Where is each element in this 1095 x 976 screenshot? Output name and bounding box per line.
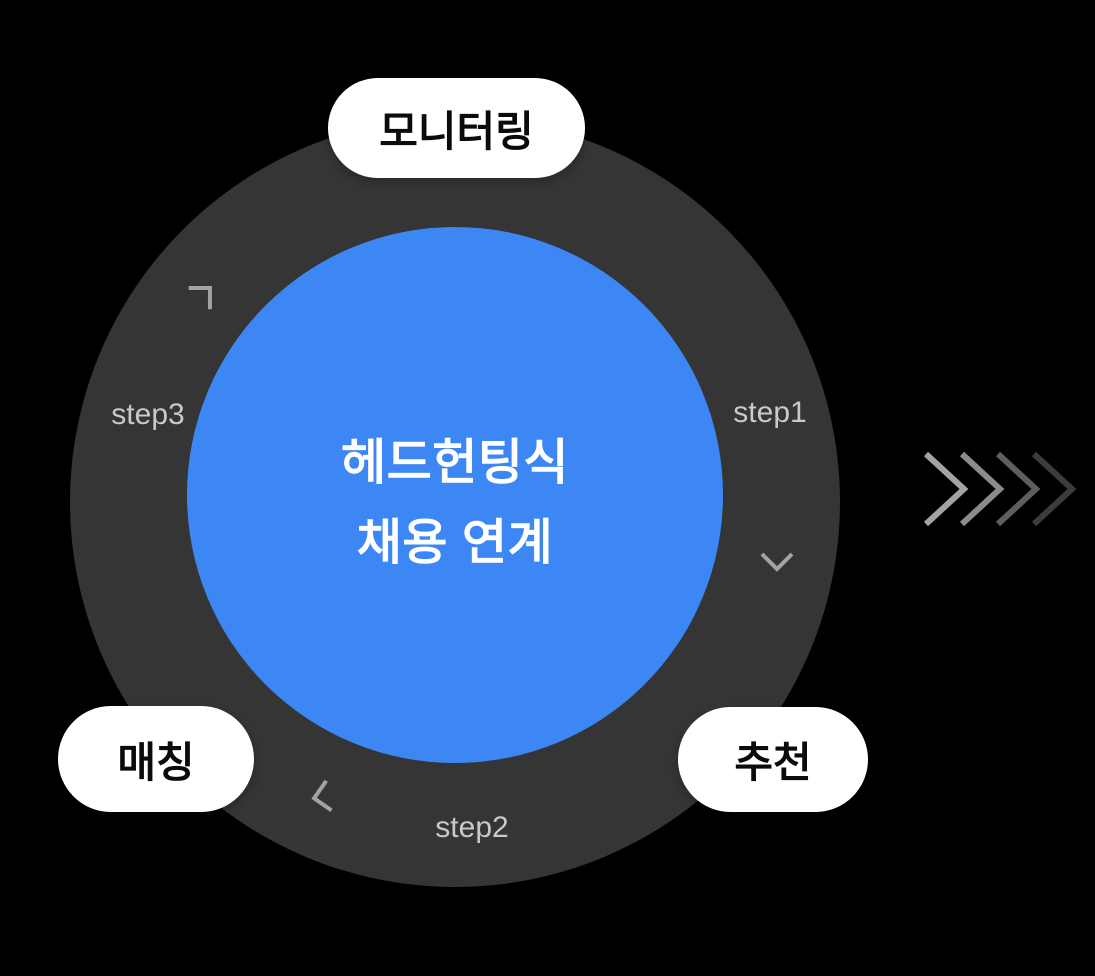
step1-label: step1 xyxy=(733,396,807,429)
center-title-line2: 채용 연계 xyxy=(356,516,554,570)
chevron-right-icon xyxy=(959,451,1005,527)
chevron-left-icon xyxy=(308,778,334,817)
center-title-line1: 헤드헌팅식 xyxy=(341,436,569,490)
step2-label: step2 xyxy=(435,811,509,844)
step3-label: step3 xyxy=(111,398,185,431)
chevron-right-icon xyxy=(995,451,1041,527)
stage-pill-monitoring: 모니터링 xyxy=(328,78,585,178)
stage-pill-label: 추천 xyxy=(734,739,812,786)
stage-pill-recommendation: 추천 xyxy=(678,707,868,812)
chevron-up-right-icon xyxy=(185,273,225,313)
stage-pill-matching: 매칭 xyxy=(58,706,254,812)
chevron-down-icon xyxy=(759,552,795,572)
chevron-right-icon xyxy=(923,451,969,527)
stage-pill-label: 모니터링 xyxy=(379,107,534,155)
chevron-right-icon xyxy=(1031,451,1077,527)
center-circle: 헤드헌팅식 채용 연계 xyxy=(187,227,723,763)
stage-pill-label: 매칭 xyxy=(117,738,195,786)
